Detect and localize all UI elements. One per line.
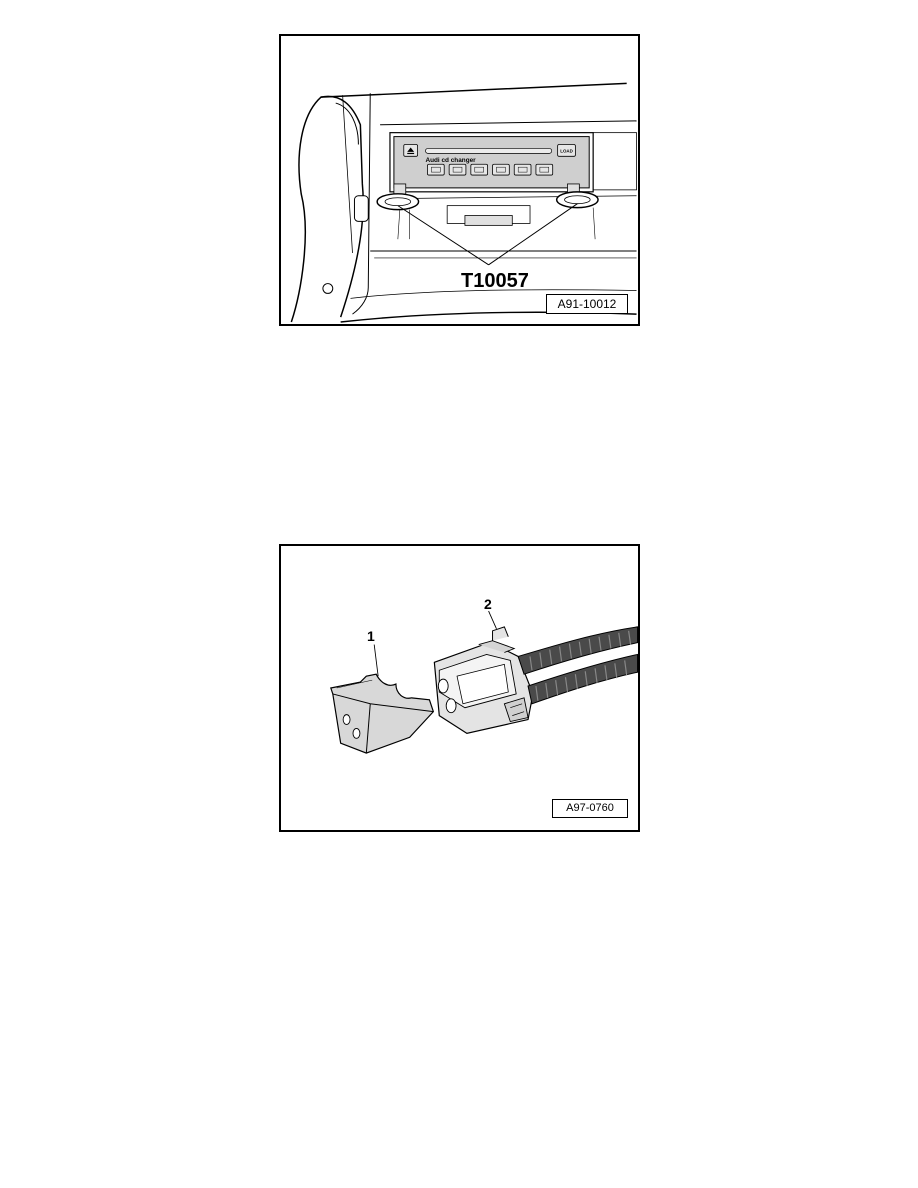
figure-reference-code: A91-10012: [546, 294, 628, 314]
load-button-label: LOAD: [560, 149, 573, 154]
figure-cd-changer-removal: LOAD Audi cd changer: [279, 34, 640, 326]
connector-illustration: [330, 610, 638, 754]
callout-cover: 1: [367, 628, 375, 644]
device-label: Audi cd changer: [425, 157, 476, 164]
tool-callout-label: T10057: [461, 270, 529, 292]
connector-housing: [433, 626, 534, 734]
load-button: [557, 144, 576, 157]
eject-icon: [403, 144, 418, 157]
connector-cover: [330, 673, 435, 754]
cable-harness: [517, 626, 638, 705]
figure-connector-cover: 1 2 A97-0760: [279, 544, 640, 832]
callout-connector: 2: [484, 596, 492, 612]
preset-buttons: [427, 163, 554, 176]
cd-changer-illustration: LOAD Audi cd changer: [290, 82, 637, 323]
figure-reference-code: A97-0760: [552, 799, 628, 818]
